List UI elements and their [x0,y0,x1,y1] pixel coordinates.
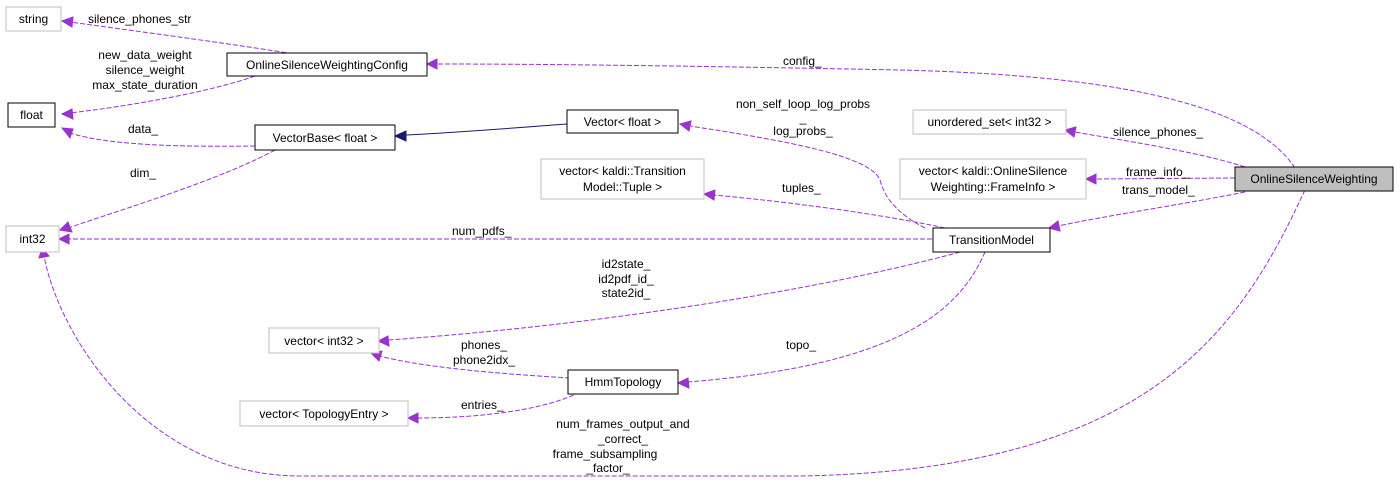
node-string[interactable]: string [5,6,62,32]
edge-label-silence-phones-str: silence_phones_str [88,12,191,26]
node-label: HmmTopology [585,375,662,389]
edge-label-frame-subsampling: frame_subsampling [553,447,658,461]
edge-num-pdfs [57,233,932,245]
edge-label-dim: dim_ [130,166,156,180]
edge-frame-info [1084,173,1236,185]
edge-label-tuples: tuples_ [782,181,821,195]
node-label: unordered_set< int32 > [927,115,1051,129]
edge-label-new-data-weight: new_data_weight [98,48,192,62]
node-label: vector< kaldi::OnlineSilence [919,164,1068,178]
node-vector-frame-info[interactable]: vector< kaldi::OnlineSilence Weighting::… [899,158,1087,200]
edge-label-non-self-loop-log-probs: non_self_loop_log_probs [736,97,870,111]
edge-config [425,58,1296,169]
edge-entries [406,391,581,424]
edge-label-silence-weight: silence_weight [106,63,185,77]
node-label: int32 [19,232,45,246]
node-label: string [19,12,48,26]
edge-label-id2state: id2state_ [602,257,651,271]
node-label: float [20,108,43,122]
edge-label-underscore: _ [799,111,807,125]
node-vector-int32[interactable]: vector< int32 > [268,327,380,354]
edge-num-frames [38,189,1306,477]
node-vectorbase-float[interactable]: VectorBase< float > [254,124,396,151]
edge-label-id2pdf-id: id2pdf_id_ [598,272,654,286]
edge-data [60,127,256,147]
edge-label-config: config_ [783,54,822,68]
node-label: Model::Tuple > [583,180,662,194]
node-label: vector< int32 > [284,334,363,348]
edge-label-state2id: state2id_ [602,286,651,300]
edge-dim [58,149,276,233]
edge-label-log-probs: log_probs_ [773,124,833,138]
node-label: Weighting::FrameInfo > [931,180,1056,194]
node-label: Vector< float > [584,115,661,129]
node-unordered-set-int32[interactable]: unordered_set< int32 > [912,109,1067,135]
edge-label-topo: topo_ [786,338,816,352]
edge-label-frame-info: frame_info_ [1126,165,1190,179]
edge-label-entries: entries_ [461,398,504,412]
edge-label-max-state-duration: max_state_duration [92,78,197,92]
node-label: TransitionModel [949,233,1034,247]
edge-label-phone2idx: phone2idx_ [453,353,515,367]
edge-silence-phones-str [60,16,301,56]
node-label: vector< TopologyEntry > [259,407,388,421]
node-label: VectorBase< float > [273,131,378,145]
node-float[interactable]: float [7,102,56,128]
edge-silence-phones [1063,126,1246,168]
node-vector-float[interactable]: Vector< float > [566,109,679,134]
node-int32[interactable]: int32 [5,225,60,253]
edge-label-num-pdfs: num_pdfs_ [452,224,512,238]
edge-label-trans-model: trans_model_ [1122,183,1195,197]
edge-label-num-frames-output-and: num_frames_output_and [556,417,689,431]
edge-inheritance [393,123,568,142]
node-transition-model[interactable]: TransitionModel [932,227,1051,253]
node-label: OnlineSilenceWeighting [1250,172,1377,186]
edge-label-data: data_ [128,122,158,136]
node-online-silence-weighting[interactable]: OnlineSilenceWeighting [1234,166,1394,192]
node-online-silence-weighting-config[interactable]: OnlineSilenceWeightingConfig [226,52,428,77]
node-vector-transition-model-tuple[interactable]: vector< kaldi::Transition Model::Tuple > [540,158,705,200]
node-label: OnlineSilenceWeightingConfig [246,58,408,72]
edge-topo [676,251,986,389]
edge-label-phones: phones_ [461,338,507,352]
edge-log-probs [678,120,926,229]
edge-id2state [376,251,961,347]
edge-label-factor: _factor_ [585,461,630,475]
edge-trans-model [1047,191,1246,232]
node-label: vector< kaldi::Transition [559,164,686,178]
edge-config-to-float [60,75,256,120]
edge-label-correct: _correct_ [597,432,648,446]
edge-tuples [702,189,946,229]
node-hmm-topology[interactable]: HmmTopology [567,369,679,395]
node-vector-topology-entry[interactable]: vector< TopologyEntry > [239,400,409,427]
edge-label-silence-phones: silence_phones_ [1113,125,1203,139]
